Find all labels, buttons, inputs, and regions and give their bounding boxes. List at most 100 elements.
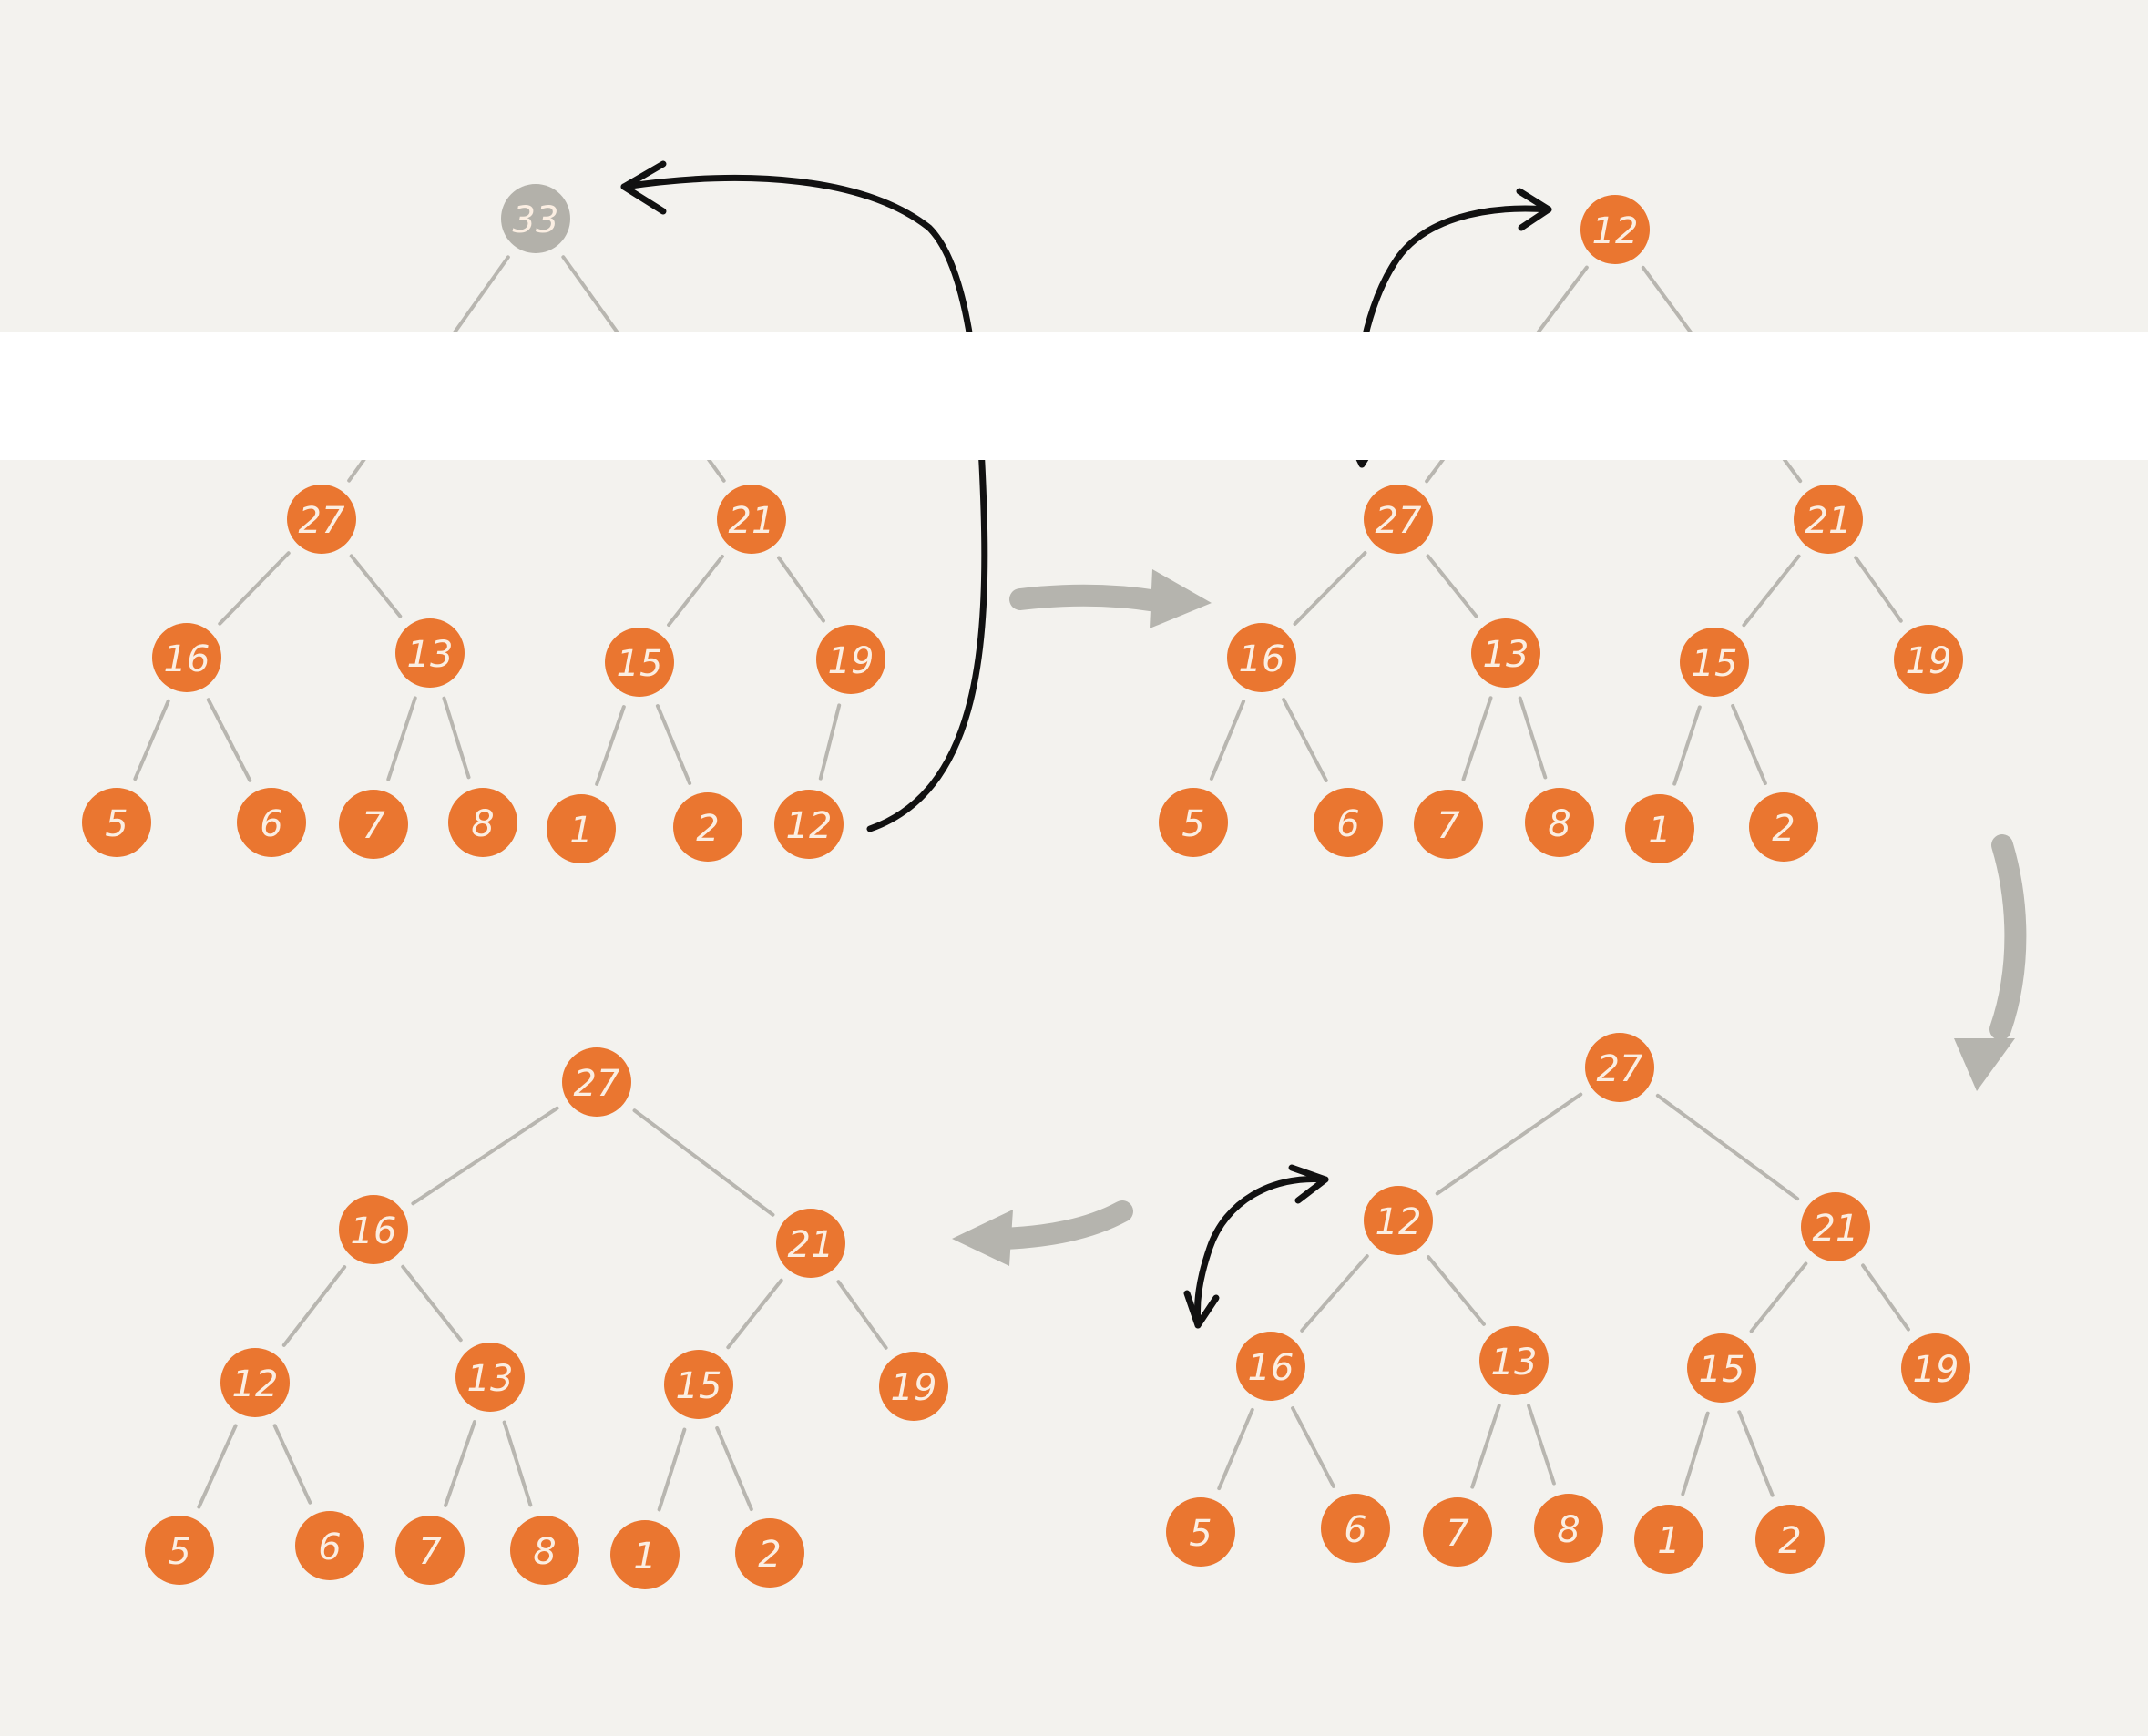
node-label: 16 — [1248, 1347, 1294, 1389]
tree-edge — [386, 696, 417, 781]
node-label: 21 — [788, 1224, 834, 1266]
node-label: 15 — [1692, 643, 1738, 685]
tree-edge — [349, 554, 403, 618]
node-circle — [1901, 1333, 1970, 1403]
tree-edge — [411, 1106, 559, 1206]
tree-edge — [444, 1420, 476, 1507]
node-circle — [1625, 794, 1694, 863]
node-label: 1 — [1657, 1520, 1680, 1562]
node-label: 12 — [1592, 210, 1639, 252]
step-arrow-down — [1954, 834, 2027, 1091]
tree-edge — [1655, 1093, 1800, 1201]
node-label: 5 — [1189, 1513, 1212, 1555]
node-circle — [287, 485, 356, 554]
node-label: 21 — [1805, 500, 1852, 542]
swap-arrow-12-16 — [1183, 1164, 1329, 1329]
node-label: 16 — [164, 638, 210, 680]
node-circle — [610, 1520, 680, 1589]
heap-node-21: 21 — [1801, 1192, 1870, 1261]
node-circle — [1585, 1033, 1654, 1102]
node-circle — [1525, 788, 1594, 857]
tree-edge — [1217, 1407, 1254, 1491]
heap-node-5: 5 — [1166, 1497, 1235, 1567]
node-label: 7 — [1446, 1513, 1469, 1555]
tree-edge — [1527, 1404, 1556, 1486]
node-label: 19 — [1913, 1349, 1959, 1391]
heap-node-33: 33 — [501, 184, 570, 253]
heap-node-8: 8 — [1525, 788, 1594, 857]
heap-node-6: 6 — [295, 1511, 364, 1580]
node-label: 8 — [1548, 803, 1570, 845]
heap-node-27: 27 — [562, 1047, 631, 1117]
node-label: 5 — [168, 1531, 190, 1573]
tree-edge — [1681, 1411, 1710, 1496]
node-label: 13 — [1491, 1342, 1538, 1384]
node-label: 12 — [232, 1363, 279, 1405]
tree-edge — [1737, 1410, 1775, 1497]
heap-node-12: 12 — [1364, 1186, 1433, 1255]
heap-node-12: 12 — [774, 790, 844, 859]
heap-node-16: 16 — [339, 1195, 408, 1264]
heap-node-2: 2 — [1755, 1505, 1825, 1574]
node-label: 1 — [633, 1536, 656, 1578]
heap-node-15: 15 — [605, 628, 674, 697]
node-circle — [395, 618, 465, 688]
node-circle — [776, 1209, 845, 1278]
heap-node-19: 19 — [816, 625, 885, 694]
tree-edge — [401, 1264, 463, 1343]
heap-node-15: 15 — [1680, 628, 1749, 697]
node-label: 27 — [574, 1063, 620, 1105]
heap-node-12: 12 — [1580, 195, 1650, 264]
node-circle — [562, 1047, 631, 1117]
tree-edge — [442, 696, 471, 780]
node-label: 5 — [105, 803, 128, 845]
node-label: 13 — [1483, 634, 1529, 676]
node-circle — [145, 1516, 214, 1585]
node-circle — [1801, 1192, 1870, 1261]
node-label: 27 — [299, 500, 345, 542]
node-label: 16 — [351, 1210, 397, 1252]
node-circle — [1749, 792, 1818, 862]
tree-edge — [655, 704, 692, 785]
node-circle — [448, 788, 517, 857]
tree-edge — [272, 1424, 312, 1505]
node-circle — [237, 788, 306, 857]
tree-edge — [206, 698, 252, 782]
node-circle — [735, 1518, 804, 1588]
heap-node-1: 1 — [1634, 1505, 1703, 1574]
node-circle — [1321, 1494, 1390, 1563]
node-circle — [1894, 625, 1963, 694]
tree-edge — [1749, 1261, 1808, 1333]
tree-edge — [726, 1278, 783, 1350]
tree-edge — [1731, 703, 1767, 786]
heap-node-1: 1 — [547, 794, 616, 863]
tree-edge — [1209, 700, 1246, 781]
heap-node-12: 12 — [220, 1348, 290, 1417]
heap-node-2: 2 — [673, 792, 742, 862]
tree-edge — [1742, 554, 1801, 628]
heap-node-1: 1 — [610, 1520, 680, 1589]
tree-edge — [218, 551, 291, 626]
node-label: 19 — [828, 640, 875, 682]
node-circle — [339, 1195, 408, 1264]
node-label: 19 — [891, 1367, 937, 1409]
node-circle — [1364, 1186, 1433, 1255]
tree-edge — [836, 1280, 888, 1350]
node-label: 19 — [1906, 640, 1952, 682]
node-label: 6 — [260, 803, 282, 845]
heap-node-21: 21 — [1794, 485, 1863, 554]
node-label: 15 — [617, 643, 663, 685]
heap-node-6: 6 — [1321, 1494, 1390, 1563]
heap-node-2: 2 — [735, 1518, 804, 1588]
node-label: 7 — [1437, 805, 1460, 847]
tree-edge — [1427, 1255, 1486, 1326]
tree-edge — [657, 1427, 687, 1512]
node-circle — [395, 1516, 465, 1585]
node-circle — [605, 628, 674, 697]
heap-node-5: 5 — [145, 1516, 214, 1585]
tree-edge — [632, 1108, 775, 1217]
tree-edge — [133, 699, 170, 781]
